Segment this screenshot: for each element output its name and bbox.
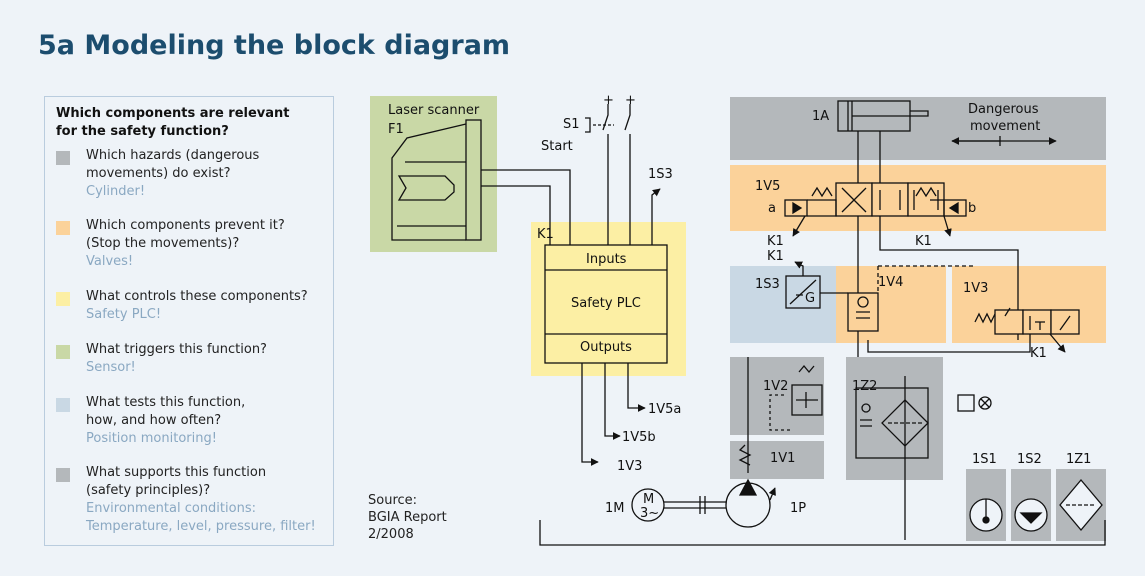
question-answer: Environmental conditions: (86, 501, 256, 516)
question-line: (safety principles)? (86, 483, 211, 498)
swatch-yellow (56, 292, 70, 306)
question-line: What tests this function, (86, 395, 246, 410)
label-k1-1v3: K1 (1030, 346, 1047, 361)
label-1v5a: 1V5a (648, 402, 681, 417)
label-plus-1: + (603, 93, 614, 108)
panel-heading-line1: Which components are relevant (56, 106, 290, 121)
label-g: G (805, 291, 815, 306)
label-start: Start (541, 139, 573, 154)
valve-1v1-block (730, 441, 824, 479)
plc-box (544, 244, 668, 364)
panel-heading-line2: for the safety function? (56, 124, 229, 139)
question-line: What triggers this function? (86, 342, 267, 357)
label-1v1: 1V1 (770, 451, 795, 466)
panel-heading: Which components are relevant for the sa… (56, 105, 290, 141)
cylinder-block (730, 97, 1106, 160)
source-line: 2/2008 (368, 527, 414, 542)
scanner-frame (465, 119, 482, 241)
label-b: b (968, 201, 976, 216)
label-k1-right: K1 (915, 234, 932, 249)
question-answer: Sensor! (86, 360, 136, 375)
question-line: What supports this function (86, 465, 267, 480)
swatch-gray (56, 151, 70, 165)
label-1v4: 1V4 (878, 275, 903, 290)
label-safety-plc: Safety PLC (571, 296, 641, 311)
label-motor-m: M (643, 492, 654, 507)
source-note: Source: BGIA Report 2/2008 (368, 492, 488, 543)
label-1v5: 1V5 (755, 179, 780, 194)
source-line: Source: (368, 493, 418, 508)
question-line: movements) do exist? (86, 166, 231, 181)
question-answer: Safety PLC! (86, 307, 162, 322)
label-1p: 1P (790, 501, 806, 516)
swatch-green (56, 345, 70, 359)
label-plus-2: + (625, 93, 636, 108)
label-1s1: 1S1 (972, 452, 997, 467)
label-1v5b: 1V5b (622, 430, 656, 445)
label-1v3: 1V3 (963, 281, 988, 296)
label-s1: S1 (563, 117, 580, 132)
label-k1-left-2: K1 (767, 249, 784, 264)
question-line: What controls these components? (86, 289, 308, 304)
question-answer: Temperature, level, pressure, filter! (86, 519, 316, 534)
label-1s3: 1S3 (755, 277, 780, 292)
label-1s3-plc: 1S3 (648, 167, 673, 182)
label-motor-3: 3~ (640, 506, 659, 521)
label-outputs: Outputs (580, 340, 632, 355)
label-f1: F1 (388, 122, 404, 137)
valve-1v3 (994, 309, 1024, 335)
label-movement: movement (970, 119, 1040, 134)
label-1z1: 1Z1 (1066, 452, 1091, 467)
page-title: 5a Modeling the block diagram (38, 30, 511, 61)
label-a: a (768, 201, 776, 216)
label-1v2: 1V2 (763, 379, 788, 394)
question-answer: Position monitoring! (86, 431, 217, 446)
label-1v3-out: 1V3 (617, 459, 642, 474)
label-laser-scanner: Laser scanner (388, 103, 480, 118)
question-line: Which hazards (dangerous (86, 148, 260, 163)
question-line: (Stop the movements)? (86, 236, 240, 251)
label-1a: 1A (812, 109, 829, 124)
motor-1m (631, 488, 665, 522)
question-line: how, and how often? (86, 413, 222, 428)
source-line: BGIA Report (368, 510, 447, 525)
swatch-blue (56, 398, 70, 412)
question-answer: Cylinder! (86, 184, 146, 199)
label-inputs: Inputs (586, 252, 627, 267)
label-1z2: 1Z2 (852, 379, 877, 394)
label-k1-left: K1 (767, 234, 784, 249)
swatch-gray (56, 468, 70, 482)
label-k1-plc: K1 (537, 227, 554, 242)
question-answer: Valves! (86, 254, 134, 269)
components-panel: Which components are relevant for the sa… (44, 96, 334, 546)
scanner-body (391, 123, 467, 241)
swatch-orange (56, 221, 70, 235)
label-1s2: 1S2 (1017, 452, 1042, 467)
question-line: Which components prevent it? (86, 218, 285, 233)
label-1m: 1M (605, 501, 625, 516)
label-dangerous: Dangerous (968, 102, 1039, 117)
